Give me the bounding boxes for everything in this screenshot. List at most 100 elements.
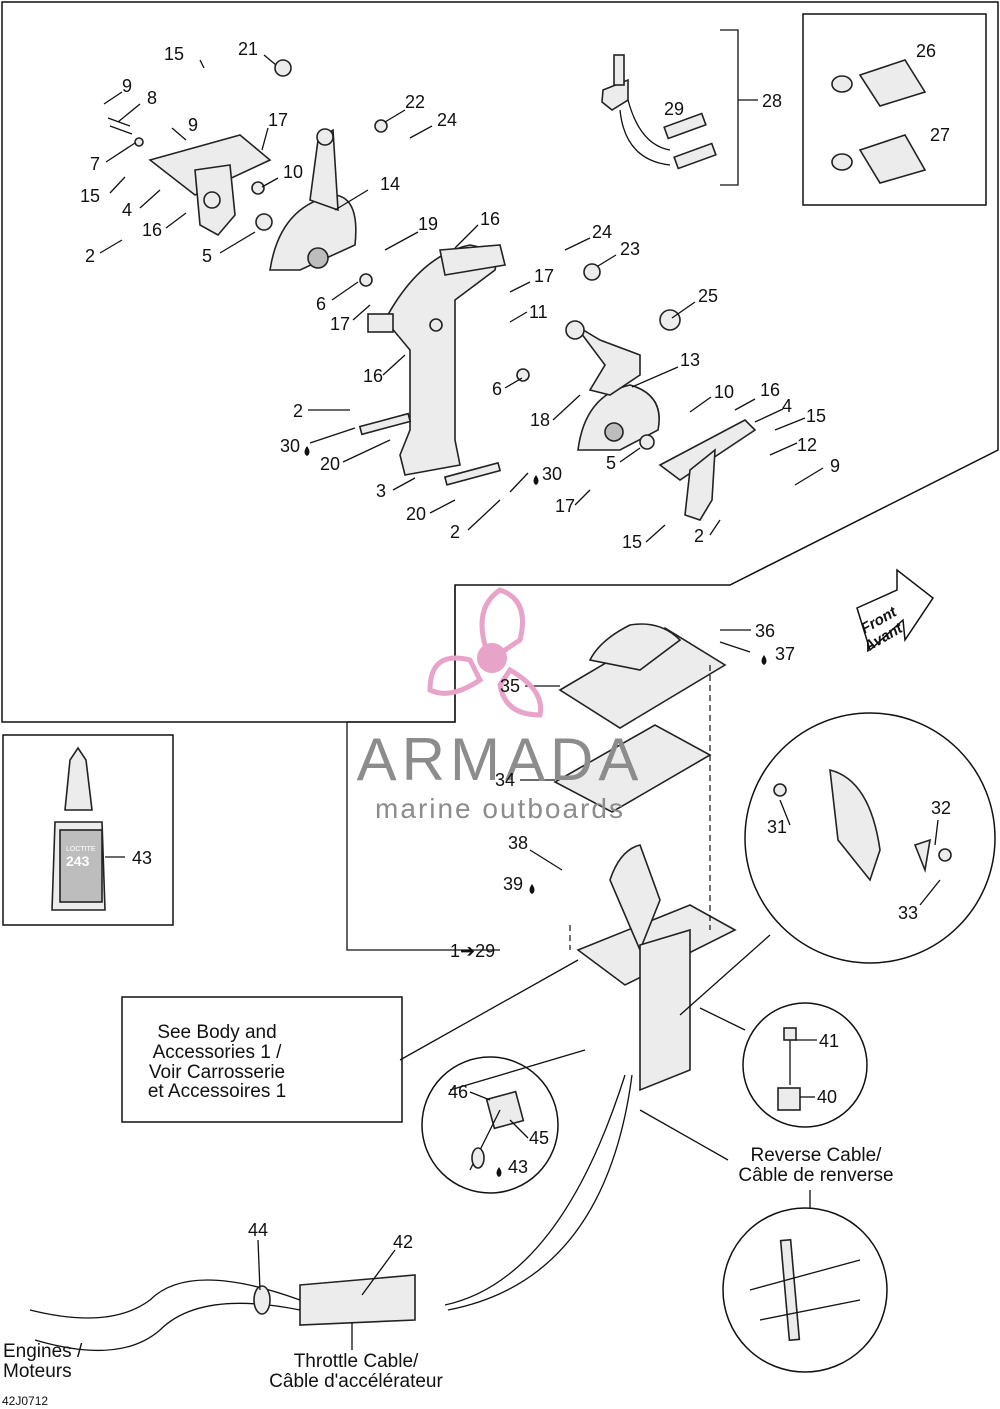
loctite-brand: LOCTITE [66,846,96,853]
part-label-p38: 38 [508,833,528,853]
part-label-p16b: 16 [480,209,500,229]
part-label-p34: 34 [495,770,515,790]
threadlocker-drop-icon [761,655,767,665]
part-label-p15d: 15 [622,532,642,552]
part-label-p46: 46 [448,1082,468,1102]
part-label-p31: 31 [767,817,787,837]
part-label-p32: 32 [931,798,951,818]
part-label-p13: 13 [680,350,700,370]
right-lever-assembly [516,263,757,521]
part-label-p20a: 20 [320,454,340,474]
part-label-p16d: 16 [760,380,780,400]
part-label-p8: 8 [147,88,157,108]
loctite-number: 243 [66,853,90,869]
part-label-p22: 22 [405,92,425,112]
part-label-p6b: 6 [492,379,502,399]
part-label-p4a: 4 [122,200,132,220]
engines-line-2: Moteurs [3,1361,72,1382]
loctite-bottle: LOCTITE 243 [51,746,106,911]
part-label-p27: 27 [930,125,950,145]
part-label-p7: 7 [90,154,100,174]
part-label-p15b: 15 [80,186,100,206]
part-label-p25: 25 [698,286,718,306]
throttle-cable-line-1: Throttle Cable/ [294,1351,419,1372]
see-note-line-1: See Body and [157,1022,276,1043]
front-arrow: Front Avant [856,568,935,656]
part-label-p26: 26 [916,41,936,61]
part-label-p14: 14 [380,174,400,194]
main-frame [1,1,999,723]
leader-lines [99,54,941,1350]
part-label-p3: 3 [376,481,386,501]
center-bracket [358,244,506,486]
see-note-line-3: Voir Carrosserie [149,1062,285,1083]
part-label-p29: 29 [664,99,684,119]
part-label-p10b: 10 [714,382,734,402]
part-label-p39: 39 [503,874,523,894]
part-label-p16c: 16 [363,366,383,386]
part-label-p9c: 9 [830,456,840,476]
part-label-p15a: 15 [164,44,184,64]
part-label-p17a: 17 [268,110,288,130]
range-label: 1➔29 [450,941,495,961]
reverse-cable-line-1: Reverse Cable/ [751,1145,883,1166]
part-label-p44: 44 [248,1220,268,1240]
part-label-p17d: 17 [555,496,575,516]
part-label-p18: 18 [530,410,550,430]
part-label-p17b: 17 [534,266,554,286]
part-label-p20b: 20 [406,504,426,524]
part-label-p37: 37 [775,644,795,664]
detail-circle-reverse [722,1207,888,1373]
cable-routing [29,1074,633,1352]
watermark-subtitle: marine outboards [375,793,625,824]
part-label-p30a: 30 [280,436,300,456]
reverse-cable-line-2: Câble de renverse [738,1165,893,1186]
part-label-p5b: 5 [606,453,616,473]
assembly-bracket [346,585,500,951]
part-label-p36: 36 [755,621,775,641]
part-label-p11: 11 [529,302,548,322]
part-label-p2a: 2 [85,246,95,266]
part-label-p30b: 30 [542,464,562,484]
part-label-p17c: 17 [330,314,350,334]
switch-inset-box [802,13,987,206]
throttle-cable-line-2: Câble d'accélérateur [269,1371,443,1392]
part-label-p41: 41 [819,1031,839,1051]
part-label-p43b: 43 [508,1157,528,1177]
bracket-28 [720,29,758,186]
part-label-p21: 21 [238,39,258,59]
part-label-p42: 42 [393,1232,413,1252]
detail-circle-40-41 [742,1002,868,1128]
switch-harness [601,54,717,170]
watermark-title: ARMADA [357,726,644,793]
engines-line-1: Engines / [3,1341,83,1362]
part-label-p10a: 10 [283,162,303,182]
part-label-p24a: 24 [437,110,457,130]
part-label-p43a: 43 [132,848,152,868]
part-label-p2d: 2 [694,526,704,546]
loctite-inset-box [2,734,174,926]
part-label-p33: 33 [898,903,918,923]
part-label-p2b: 2 [293,401,303,421]
left-lever-assembly [107,59,388,271]
threadlocker-drop-icon [496,1167,502,1177]
part-label-p16a: 16 [142,220,162,240]
part-label-p9b: 9 [188,115,198,135]
part-label-p4b: 4 [782,396,792,416]
control-housing [553,623,737,1092]
armada-watermark: ARMADA marine outboards [357,587,644,824]
see-note-line-4: et Accessoires 1 [148,1081,286,1102]
part-label-p28: 28 [762,91,782,111]
part-label-p2c: 2 [450,522,460,542]
part-label-p12: 12 [797,435,817,455]
part-label-p15c: 15 [806,406,826,426]
threadlocker-drop-icon [533,475,539,485]
part-label-p24b: 24 [592,222,612,242]
part-label-p5a: 5 [202,246,212,266]
threadlocker-drop-icon [304,446,310,456]
part-label-p40: 40 [817,1087,837,1107]
threadlocker-drop-icon [529,884,535,894]
part-label-p45: 45 [529,1128,549,1148]
part-label-p19: 19 [418,214,438,234]
